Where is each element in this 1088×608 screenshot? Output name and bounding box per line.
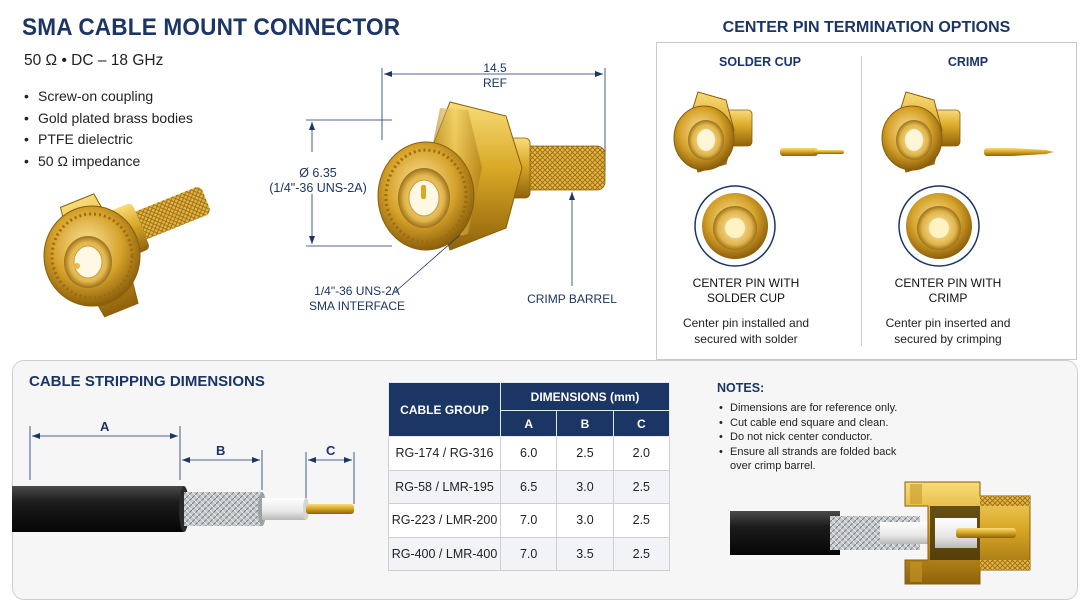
feature-item: Gold plated brass bodies (24, 108, 193, 130)
notes-title: NOTES: (717, 381, 765, 395)
feature-item: 50 Ω impedance (24, 151, 193, 173)
interface-line2: SMA INTERFACE (308, 299, 406, 313)
interface-label: 1/4"-36 UNS-2A SMA INTERFACE (302, 284, 412, 314)
cell-a: 7.0 (499, 503, 558, 538)
crimp-barrel-label: CRIMP BARREL (527, 292, 617, 306)
panel-divider (861, 56, 862, 346)
table-row: RG-400 / LMR-400 7.0 3.5 2.5 (388, 536, 671, 571)
sub-header-c: C (612, 410, 671, 437)
cell-group: RG-174 / RG-316 (388, 436, 501, 471)
note-item: Do not nick center conductor. (717, 430, 917, 445)
connector-photo-small (43, 187, 210, 318)
length-dimension-label: 14.5 REF (460, 61, 530, 91)
stripping-title: CABLE STRIPPING DIMENSIONS (29, 373, 265, 390)
table-row: RG-174 / RG-316 6.0 2.5 2.0 (388, 436, 671, 471)
feature-item: PTFE dielectric (24, 129, 193, 151)
diameter-dimension-label: Ø 6.35 (1/4"-36 UNS-2A) (258, 166, 378, 196)
caption-line: CENTER PIN WITH (894, 276, 1002, 290)
solder-cup-caption: CENTER PIN WITH SOLDER CUP (660, 276, 832, 306)
cell-c: 2.5 (612, 503, 671, 538)
cell-b: 3.0 (556, 503, 614, 538)
desc-line: secured with solder (694, 332, 798, 346)
table-row: RG-58 / LMR-195 6.5 3.0 2.5 (388, 469, 671, 504)
cell-group: RG-223 / LMR-200 (388, 503, 501, 538)
interface-line1: 1/4"-36 UNS-2A (314, 284, 400, 298)
length-ref: REF (483, 76, 507, 90)
col-header-dimensions: DIMENSIONS (mm) (500, 382, 670, 411)
dim-label-a: A (100, 419, 110, 434)
dim-label-c: C (326, 443, 336, 458)
solder-cup-description: Center pin installed and secured with so… (660, 315, 832, 347)
termination-panel (656, 42, 1077, 360)
assembled-connector-cutaway (730, 481, 1031, 585)
crimp-illustration (881, 91, 1054, 267)
note-item: Ensure all strands are folded back over … (717, 445, 917, 474)
note-item: Dimensions are for reference only. (717, 401, 917, 416)
crimp-caption: CENTER PIN WITH CRIMP (862, 276, 1034, 306)
feature-item: Screw-on coupling (24, 86, 193, 108)
cell-group: RG-400 / LMR-400 (388, 536, 501, 571)
diameter-value: Ø 6.35 (299, 166, 337, 180)
caption-line: CRIMP (928, 291, 968, 305)
stripped-cable-drawing (12, 426, 355, 532)
dim-label-b: B (216, 443, 226, 458)
option-heading-solder-cup: SOLDER CUP (719, 55, 801, 69)
sub-header-b: B (556, 410, 614, 437)
cell-group: RG-58 / LMR-195 (388, 469, 501, 504)
desc-line: Center pin inserted and (885, 316, 1011, 330)
stripping-dimensions-table: CABLE GROUP DIMENSIONS (mm) A B C RG-174… (388, 382, 671, 571)
connector-dimension-drawing (306, 68, 606, 293)
option-heading-crimp: CRIMP (947, 55, 989, 69)
sub-header-a: A (499, 410, 558, 437)
cell-b: 2.5 (556, 436, 614, 471)
cell-a: 6.5 (499, 469, 558, 504)
cell-b: 3.0 (556, 469, 614, 504)
feature-list: Screw-on coupling Gold plated brass bodi… (24, 86, 193, 172)
note-item: Cut cable end square and clean. (717, 416, 917, 431)
table-row: RG-223 / LMR-200 7.0 3.0 2.5 (388, 503, 671, 538)
cell-c: 2.5 (612, 469, 671, 504)
cell-c: 2.5 (612, 536, 671, 571)
caption-line: CENTER PIN WITH (692, 276, 800, 290)
cell-c: 2.0 (612, 436, 671, 471)
spec-line: 50 Ω • DC – 18 GHz (24, 52, 164, 69)
diameter-thread: (1/4"-36 UNS-2A) (269, 181, 367, 195)
length-value: 14.5 (483, 61, 507, 75)
page-title: SMA CABLE MOUNT CONNECTOR (22, 14, 401, 41)
termination-title: CENTER PIN TERMINATION OPTIONS (722, 19, 1011, 36)
cell-b: 3.5 (556, 536, 614, 571)
cell-a: 6.0 (499, 436, 558, 471)
desc-line: secured by crimping (894, 332, 1002, 346)
desc-line: Center pin installed and (682, 316, 810, 330)
caption-line: SOLDER CUP (706, 291, 786, 305)
col-header-cable-group: CABLE GROUP (388, 382, 501, 437)
crimp-description: Center pin inserted and secured by crimp… (862, 315, 1034, 347)
cell-a: 7.0 (499, 536, 558, 571)
solder-cup-illustration (673, 91, 844, 267)
notes-list: Dimensions are for reference only. Cut c… (717, 401, 917, 474)
